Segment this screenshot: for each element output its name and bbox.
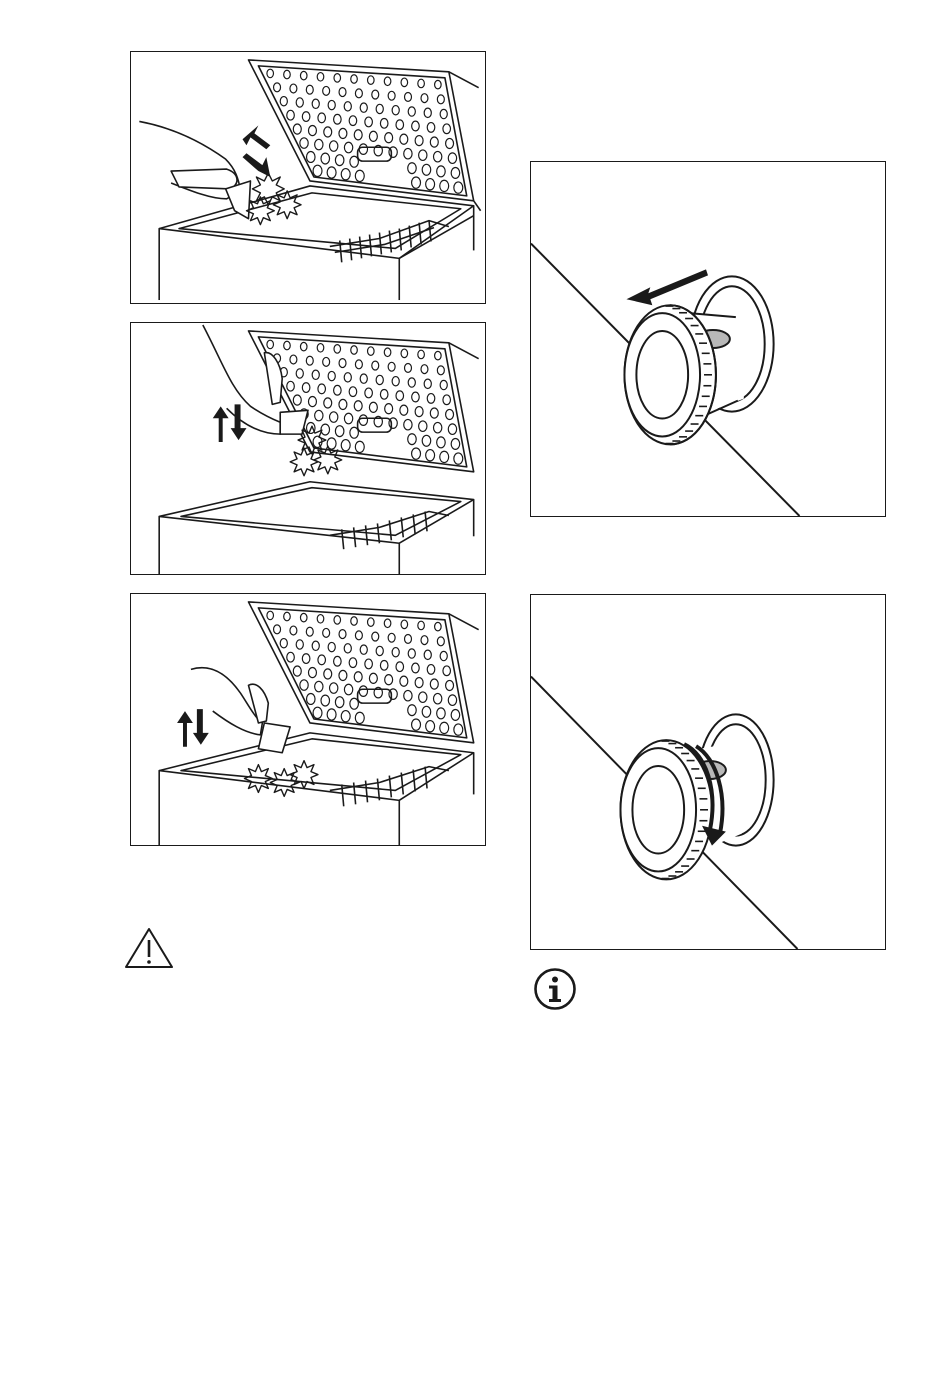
info-circle-icon [533, 967, 577, 1011]
drain-plug-knob [624, 305, 715, 444]
drain-plug-pull-illustration [530, 161, 886, 517]
freezer-scraping-illustration-3 [130, 593, 486, 846]
freezer-cabinet [159, 482, 473, 574]
freezer-scraping-illustration-2 [130, 322, 486, 575]
hand-with-scraper [191, 668, 290, 753]
pull-arrow [626, 269, 708, 305]
freezer-cabinet [159, 186, 473, 300]
drain-plug-turn-illustration [530, 594, 886, 950]
motion-arrows [243, 125, 271, 177]
warning-triangle-icon [124, 926, 174, 970]
drain-plug-knob [620, 740, 711, 879]
hand-with-scraper [139, 121, 250, 218]
freezer-scraping-illustration-1 [130, 51, 486, 304]
freezer-lid [248, 331, 478, 472]
motion-arrows [177, 709, 209, 747]
freezer-lid [248, 602, 478, 743]
freezer-cabinet [159, 733, 473, 845]
